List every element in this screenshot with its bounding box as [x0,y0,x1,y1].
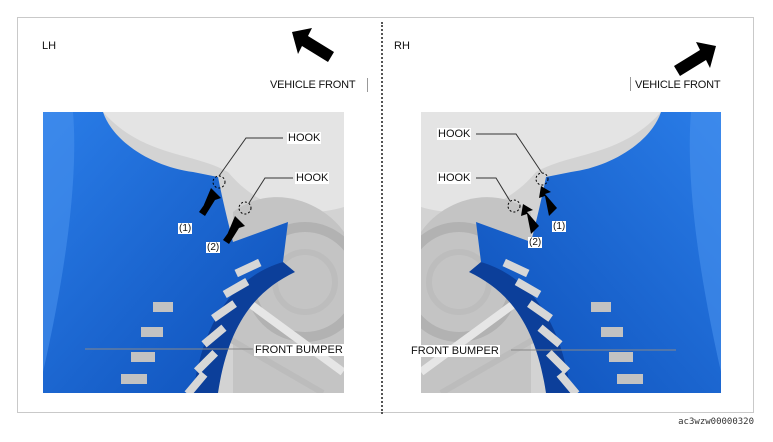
reference-code: ac3wzw00000320 [678,417,754,427]
rh-vehicle-front-arrow-icon [674,42,716,76]
lh-hook-1-label: HOOK [287,132,322,144]
lh-step-2-label: (2) [206,242,221,253]
lh-hook-2-label: HOOK [295,172,330,184]
panel-divider [381,22,383,414]
rh-hook-2-label: HOOK [437,172,472,184]
rh-step-2-label: (2) [528,237,543,248]
lh-side-label: LH [42,40,57,52]
lh-front-bumper-label: FRONT BUMPER [254,344,344,356]
lh-step-1-label: (1) [178,223,193,234]
rh-vehicle-front-tick [630,77,631,91]
rh-step-1-label: (1) [552,221,567,232]
rh-side-label: RH [394,40,410,52]
rh-front-bumper-label: FRONT BUMPER [410,345,500,357]
lh-vehicle-front-arrow-icon [292,28,334,62]
rh-hook-1-label: HOOK [437,128,472,140]
lh-vehicle-front-label: VEHICLE FRONT [270,79,356,91]
rh-vehicle-front-label: VEHICLE FRONT [635,79,721,91]
lh-vehicle-front-tick [367,78,368,92]
